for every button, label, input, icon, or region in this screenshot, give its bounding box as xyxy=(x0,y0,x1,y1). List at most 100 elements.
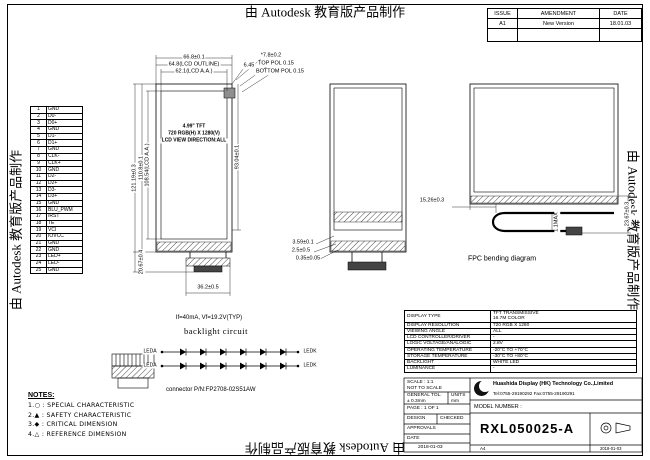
connector-part-number: connector P/N:FP2708-02S51AW xyxy=(165,387,257,393)
pin-number: 2 xyxy=(30,112,47,121)
spec-table: DISPLAY TYPE TFT TRANSMISSIVE 16.7M COLO… xyxy=(404,310,637,373)
general-tol-cell: GENERAL TOL. ± 0.3mm xyxy=(407,393,442,405)
model-number-label: MODEL NUMBER : xyxy=(474,404,522,410)
dim-module-height: 121.19±0.3 xyxy=(131,163,138,193)
scale-note: NOT TO SCALE xyxy=(407,385,442,391)
led-cathode-bars xyxy=(185,348,287,370)
pin-number: 12 xyxy=(30,179,47,188)
pin-name: CLK+ xyxy=(46,159,83,168)
general-tol-label: GENERAL TOL. xyxy=(407,393,442,398)
pin-name: D2+ xyxy=(46,179,83,188)
revision-amendment: New Version xyxy=(517,18,600,29)
pin-row: 21 GND xyxy=(30,239,83,248)
units-label: UNITS xyxy=(451,393,466,398)
spec-label: LUMINANCE xyxy=(404,365,491,373)
page-label: PAGE : xyxy=(407,406,423,411)
pin-number: 5 xyxy=(30,132,47,141)
tape-band-2 xyxy=(330,240,406,252)
bending-view-hatch xyxy=(470,195,618,204)
bending-view-outline xyxy=(469,83,619,205)
note-item: 2.▲ : SAFETY CHARACTERISTIC xyxy=(28,411,132,419)
bending-view-inner xyxy=(473,87,615,193)
page-value: 1 OF 1 xyxy=(423,406,439,411)
notes: NOTES: 1.○ : SPECIAL CHARACTERISTIC 2.▲ :… xyxy=(28,392,134,439)
approvals-label: APPROVALS xyxy=(407,426,436,431)
dim-active-area-width: 62.1(LCD A.A.) xyxy=(174,68,214,75)
dim-connector-width: 36.2±0.5 xyxy=(196,284,220,291)
backlight-circuit xyxy=(160,348,300,370)
date-label: DATE xyxy=(407,436,420,441)
spec-row: LUMINANCE - xyxy=(404,365,637,373)
design-label: DESIGN xyxy=(407,416,426,421)
spec-value: TFT TRANSMISSIVE 16.7M COLOR xyxy=(490,310,637,323)
notes-title: NOTES: xyxy=(28,392,55,399)
dim-module-width: 66.8±0.1 xyxy=(182,54,206,61)
panel-view-direction-label: LCD VIEW DIRECTION:ALL xyxy=(160,137,228,144)
led-cathode-label-2: LEDK xyxy=(302,362,318,369)
fpc-connector xyxy=(193,265,223,273)
pin-number: 8 xyxy=(30,152,47,161)
pin-number: 9 xyxy=(30,159,47,168)
sheet-size: A4 xyxy=(480,446,486,451)
spec-label: DISPLAY TYPE xyxy=(404,310,491,323)
company-logo xyxy=(474,380,491,396)
front-active-area xyxy=(160,90,228,240)
pin-number: 21 xyxy=(30,239,47,248)
dim-edge-offset: 6.45 xyxy=(242,62,256,69)
panel-resolution-label: 720 RGB(H) X 1280(V) xyxy=(167,130,221,137)
scale-label: SCALE : 1:1 xyxy=(407,380,434,385)
general-tol-value: ± 0.3mm xyxy=(407,398,426,404)
dim-lead-3: 0.35±0.05 xyxy=(294,255,322,262)
title-date: 2018-01-03 xyxy=(600,446,622,451)
units-cell: UNITS mm xyxy=(451,393,465,405)
revision-empty-row xyxy=(487,28,642,42)
spec-row: DISPLAY TYPE TFT TRANSMISSIVE 16.7M COLO… xyxy=(404,310,637,323)
units-value: mm xyxy=(451,398,459,404)
pin-number: 24 xyxy=(30,259,47,268)
pin-row: 15 GND xyxy=(30,199,83,208)
pin-row: 12 D2+ xyxy=(30,179,83,188)
fpc-bend-profile xyxy=(491,211,614,233)
company-contact: Tel:0755-29190292 Fax:0755-29190291 xyxy=(493,391,575,396)
revision-date: 18.01.03 xyxy=(599,18,642,29)
note-item: 1.○ : SPECIAL CHARACTERISTIC xyxy=(28,402,135,409)
pin-table: 1 GND 2 D0- 3 D0+ 4 GND 5 D1- 6 D1+ 7 GN… xyxy=(30,106,83,275)
revision-issue: A1 xyxy=(487,18,518,29)
pin-name: GND xyxy=(46,266,83,275)
watermark-top: 由 Autodesk 教育版产品制作 xyxy=(244,4,406,20)
fpc-bend-connector xyxy=(565,226,583,236)
dim-lcd-outline-width: 64.8(LCD OUTLINE) xyxy=(167,61,221,68)
back-view-outline xyxy=(329,83,407,253)
led-anode-label-1: LEDA xyxy=(142,348,158,355)
pin-name: CLK- xyxy=(46,152,83,161)
fpc-tail xyxy=(185,257,231,267)
note-item: 3.◆ : CRITICAL DIMENSION xyxy=(28,421,118,429)
pin-name: TE xyxy=(46,219,83,228)
dim-thickness: *7.8±0.2 xyxy=(259,52,283,59)
driver-ledge-hatch xyxy=(156,241,232,252)
spec-value: - xyxy=(490,365,637,373)
pin-name: LED- xyxy=(46,259,83,268)
revision-header-date: DATE xyxy=(599,8,642,19)
connector-detail xyxy=(111,353,155,389)
dim-fpc-offset: 15.26±0.3 xyxy=(418,197,446,204)
led-cathode-label-1: LEDK xyxy=(302,348,318,355)
back-view-inner xyxy=(333,87,403,231)
watermark-left: 由 Autodesk 教育版产品制作 xyxy=(8,149,24,311)
pin-name: D1- xyxy=(46,132,83,141)
dim-fpc-thickness: 1.1MAX xyxy=(553,211,560,233)
date-value: 2018-01-03 xyxy=(418,445,443,450)
pin-row: 18 TE xyxy=(30,219,83,228)
pin-row: 5 D1- xyxy=(30,132,83,141)
front-view-outline xyxy=(155,83,233,253)
backlight-caption: backlight circuit xyxy=(183,325,249,336)
pin-number: 15 xyxy=(30,199,47,208)
title-block-grid xyxy=(403,377,643,453)
camera-pad xyxy=(223,87,236,99)
revision-header-row: ISSUE AMENDMENT DATE xyxy=(487,8,642,19)
pin-row: 2 D0- xyxy=(30,112,83,121)
company-name: Huashida Display (HK) Technology Co.,Lim… xyxy=(493,381,614,387)
label-bottom-pol: BOTTOM POL 0.15 xyxy=(255,68,305,75)
sheet-border xyxy=(7,4,643,456)
